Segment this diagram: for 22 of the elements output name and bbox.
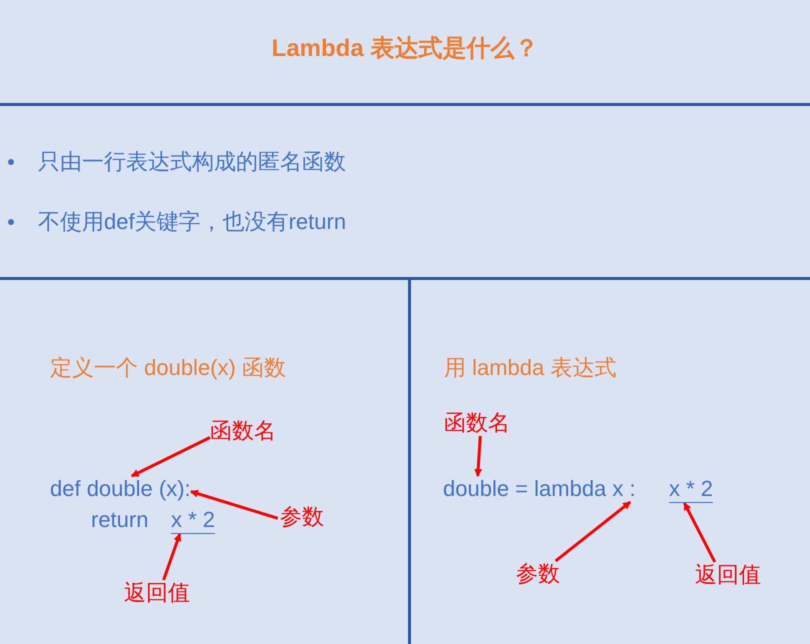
leader-arrow [162,533,182,580]
annotation-text: 返回值 [695,562,761,588]
annotation-text: 函数名 [444,410,510,436]
section-heading: 用 lambda 表达式 [444,354,616,382]
section-heading: 定义一个 double(x) 函数 [50,354,286,382]
bullet-text: 只由一行表达式构成的匿名函数 [38,148,346,176]
title: Lambda 表达式是什么？ [270,34,540,64]
code-text: double = lambda x : [443,476,636,502]
leader-arrow [683,502,716,563]
annotation-text: 参数 [516,561,560,588]
underlined-code: x * 2 [669,476,714,504]
code-text: def double (x): [50,476,191,502]
leader-arrow [474,436,482,477]
annotation-text: 返回值 [124,580,190,606]
bullet-text: 不使用def关键字，也没有return [38,208,346,236]
annotation-text: 函数名 [210,418,276,444]
leader-arrow [554,500,632,562]
code-text: return [91,507,148,533]
leader-arrow [190,490,278,520]
underlined-code: x * 2 [171,507,216,534]
annotation-text: 参数 [280,504,324,530]
leader-arrow [130,436,211,478]
